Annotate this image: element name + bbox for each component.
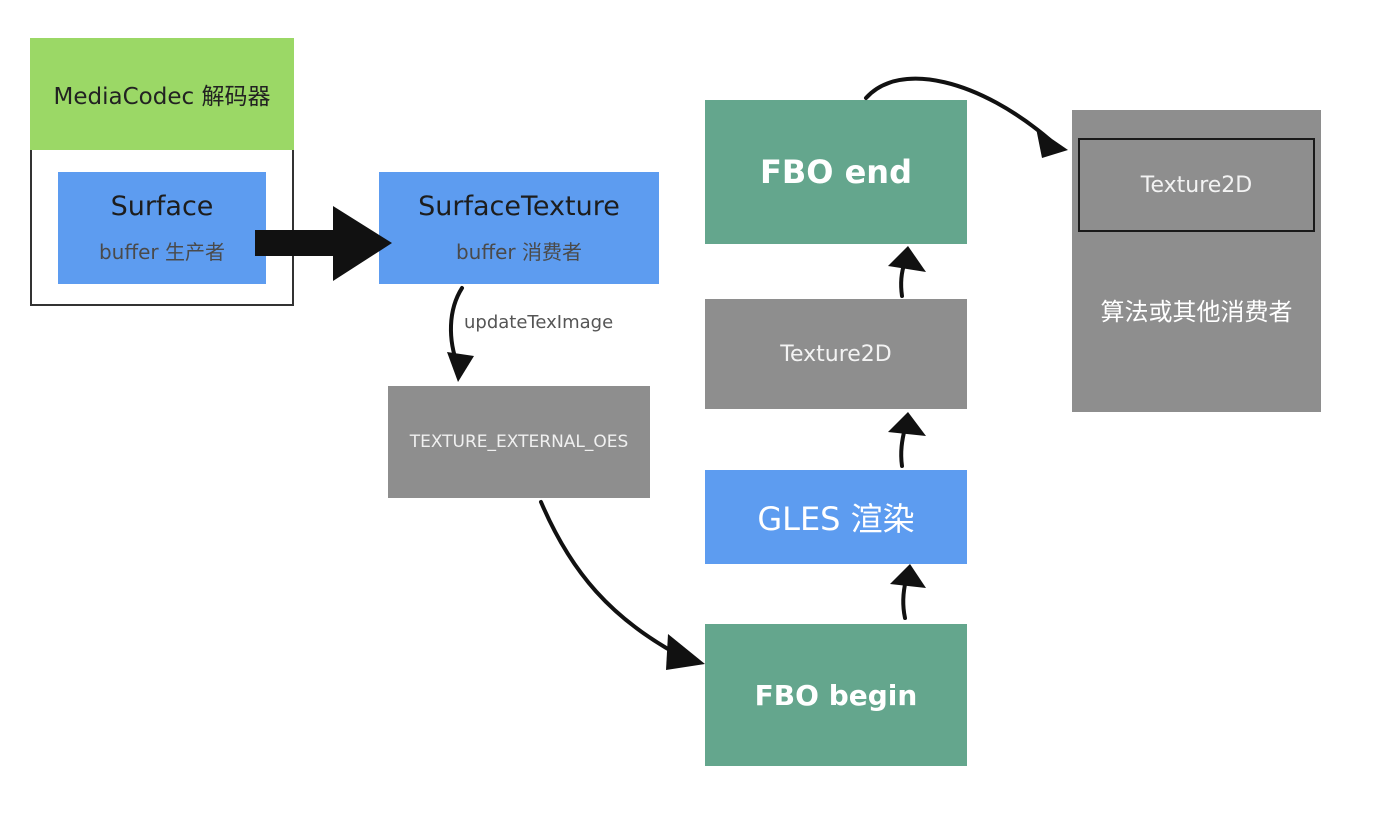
texture2d-label: Texture2D	[780, 341, 892, 367]
gles-label: GLES 渲染	[757, 500, 915, 538]
decoder-header: MediaCodec 解码器	[30, 38, 294, 150]
decoder-title: MediaCodec 解码器	[53, 84, 271, 110]
oes-label: TEXTURE_EXTERNAL_OES	[409, 432, 629, 452]
surface-node: Surface buffer 生产者	[58, 172, 266, 284]
fbo-end-label: FBO end	[760, 153, 912, 191]
consumer-texture-node: Texture2D	[1078, 138, 1315, 232]
fbo-begin-label: FBO begin	[754, 678, 918, 712]
fbo-end-to-consumer-arrow	[864, 76, 1052, 142]
producer-to-consumer-arrow	[255, 206, 392, 281]
update-tex-image-arrowhead	[447, 352, 474, 382]
fbo-begin-node: FBO begin	[705, 624, 967, 766]
surface-title: Surface	[110, 191, 214, 222]
gles-to-texture-arrowhead	[888, 412, 926, 436]
oes-texture-node: TEXTURE_EXTERNAL_OES	[388, 386, 650, 498]
consumer-texture-label: Texture2D	[1140, 172, 1253, 198]
oes-to-fbo-begin-arrowhead	[666, 634, 705, 670]
fbo-begin-to-gles-arrowhead	[890, 564, 926, 588]
surface-subtitle: buffer 生产者	[98, 240, 226, 264]
update-tex-image-label: updateTexImage	[464, 312, 614, 333]
fbo-end-to-consumer-arrowhead	[1036, 128, 1068, 158]
surface-texture-title: SurfaceTexture	[418, 191, 620, 222]
texture2d-node: Texture2D	[705, 299, 967, 409]
fbo-end-node: FBO end	[705, 100, 967, 244]
gles-render-node: GLES 渲染	[705, 470, 967, 564]
surface-texture-node: SurfaceTexture buffer 消费者	[379, 172, 659, 284]
consumer-label: 算法或其他消费者	[1100, 298, 1293, 326]
texture-to-fbo-end-arrowhead	[888, 246, 926, 272]
surface-texture-subtitle: buffer 消费者	[455, 240, 583, 264]
oes-to-fbo-begin-arrow	[539, 500, 690, 662]
